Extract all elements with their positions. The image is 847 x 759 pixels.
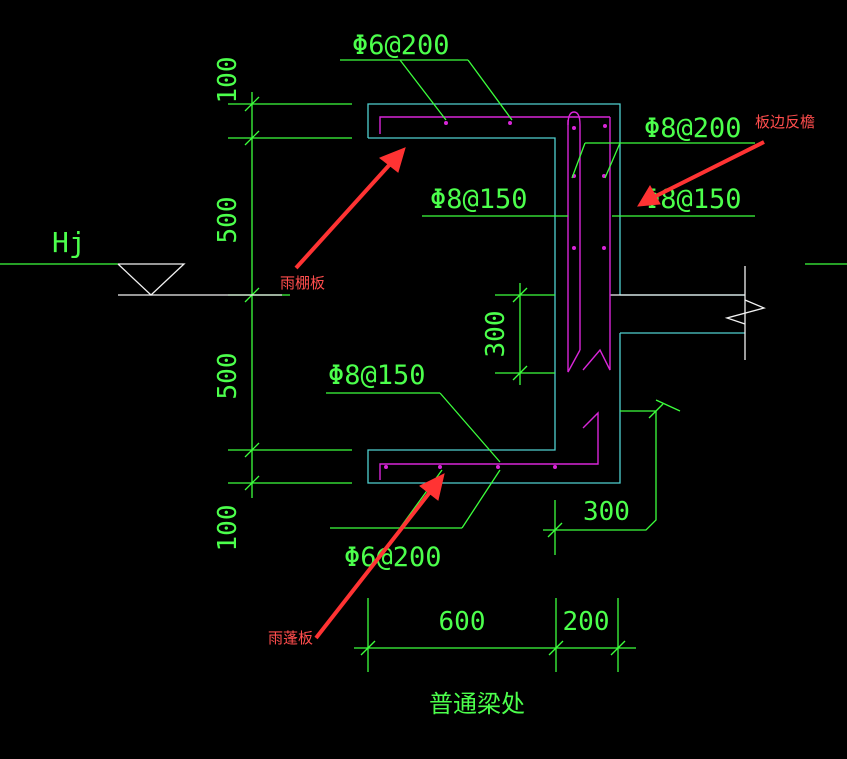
dim-300-horizontal-lines xyxy=(543,399,681,555)
dim-300-vertical-lines xyxy=(495,283,555,385)
rebar-label-bottom-distribution: Φ6@200 xyxy=(344,542,442,573)
arrow-upstand xyxy=(637,140,765,207)
rebar-label-upstand-b: Φ8@150 xyxy=(644,184,742,215)
dim-300-horizontal: 300 xyxy=(583,497,630,527)
rebar-label-lower-inner: Φ8@150 xyxy=(328,360,426,391)
annotation-canopy-top: 雨棚板 xyxy=(280,274,325,292)
dim-500-lower: 500 xyxy=(213,353,243,400)
concrete-outline xyxy=(367,103,745,484)
annotation-canopy-bottom: 雨蓬板 xyxy=(268,629,313,647)
annotation-upstand: 板边反檐 xyxy=(755,113,815,131)
bottom-dimension-chain xyxy=(354,598,636,672)
rebar-label-top-distribution: Φ6@200 xyxy=(352,30,450,61)
rebar-label-inner-top: Φ8@150 xyxy=(430,184,528,215)
dim-100-top: 100 xyxy=(213,57,243,104)
drawing-caption: 普通梁处 xyxy=(429,690,525,718)
dim-600: 600 xyxy=(439,607,486,637)
dim-200: 200 xyxy=(563,607,610,637)
dim-500-upper: 500 xyxy=(213,197,243,244)
dim-300-vertical: 300 xyxy=(481,311,511,358)
arrow-canopy-top xyxy=(294,147,406,270)
arrow-canopy-bottom xyxy=(314,473,445,640)
level-marker xyxy=(0,263,847,296)
rebar-label-upstand-a: Φ8@200 xyxy=(644,113,742,144)
beam-break-line xyxy=(610,266,766,360)
rebar xyxy=(379,111,611,480)
dim-100-bottom: 100 xyxy=(213,505,243,552)
rebar-leaders xyxy=(326,59,755,529)
grid-label: Hj xyxy=(52,226,86,259)
